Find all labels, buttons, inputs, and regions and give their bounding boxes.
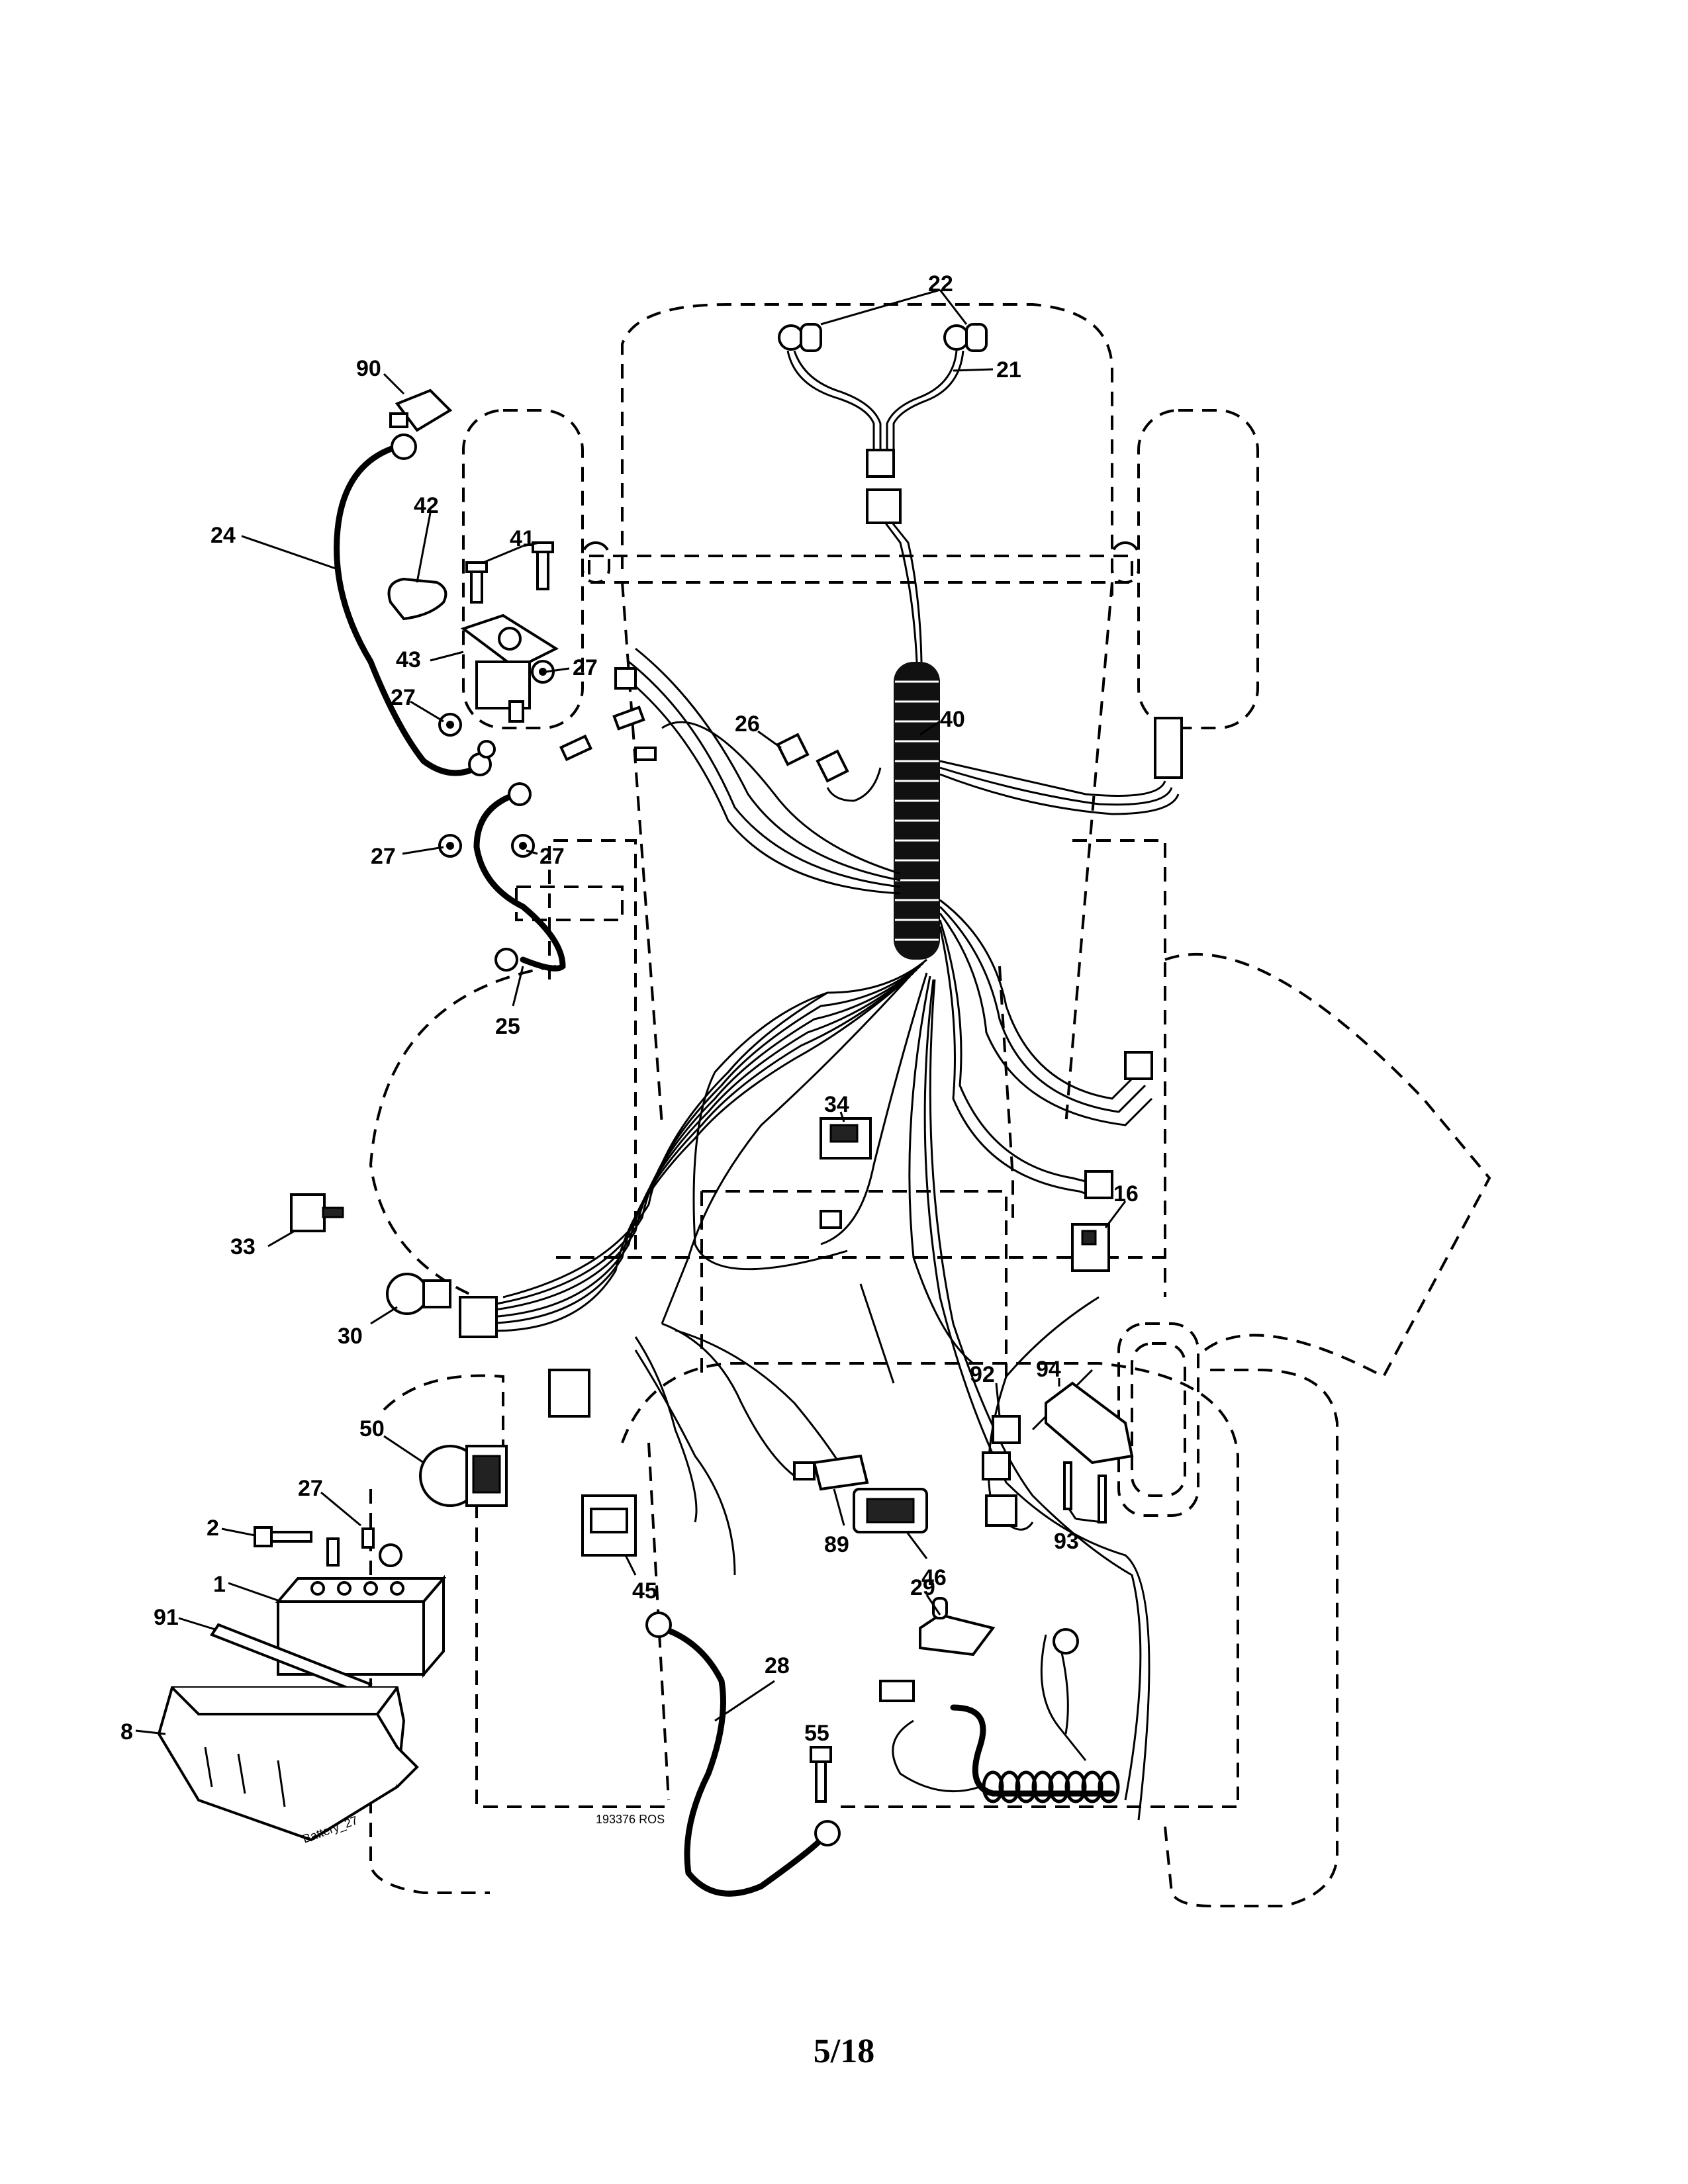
callout-55: 55 <box>804 1721 829 1746</box>
battery-tray-8 <box>157 1686 419 1842</box>
callout-90: 90 <box>356 356 381 381</box>
callout-21: 21 <box>996 357 1021 383</box>
callout-29: 29 <box>910 1575 935 1600</box>
switch-34 <box>820 1117 872 1229</box>
callout-labels: 22 21 90 24 42 41 43 27 27 27 27 26 40 2… <box>120 271 1139 1746</box>
solenoid <box>460 614 559 723</box>
callout-27-e: 27 <box>298 1476 323 1501</box>
receptacle-29 <box>879 1597 996 1702</box>
solenoid-screws <box>465 541 554 604</box>
page-number: 5/18 <box>813 2032 875 2070</box>
callout-89: 89 <box>824 1532 849 1557</box>
choke-knob-50 <box>419 1445 508 1507</box>
callout-42: 42 <box>414 493 439 518</box>
ignition-switch-30 <box>386 1273 498 1338</box>
callout-45: 45 <box>632 1578 657 1604</box>
callout-40: 40 <box>940 707 965 732</box>
leader-lines <box>135 289 1127 1735</box>
harness-coil <box>894 662 940 960</box>
callout-27-c: 27 <box>371 844 396 869</box>
callout-26: 26 <box>735 711 760 737</box>
module-94 <box>1045 1381 1134 1465</box>
callout-27-b: 27 <box>391 685 416 710</box>
callout-8: 8 <box>120 1719 133 1745</box>
interlock-switch-16 <box>1071 1223 1110 1272</box>
tractor-outline <box>369 303 1491 1907</box>
connector-26 <box>776 733 849 783</box>
hour-meter-45 <box>581 1494 637 1557</box>
ignition-key-33 <box>290 1193 344 1232</box>
connector-92 <box>982 1415 1021 1527</box>
solenoid-cap <box>387 577 447 621</box>
terminal-boot <box>389 388 453 432</box>
harness-block-connector <box>548 1369 590 1418</box>
ring-terminals <box>468 667 1079 1846</box>
callout-24: 24 <box>211 523 236 548</box>
cable-24-ring <box>391 433 417 460</box>
callout-28: 28 <box>765 1653 790 1678</box>
bolt-55 <box>810 1746 832 1803</box>
callout-50: 50 <box>359 1416 385 1441</box>
callout-34: 34 <box>824 1092 849 1117</box>
headlight-bulbs <box>778 323 988 352</box>
callout-41: 41 <box>510 526 535 551</box>
display-46 <box>853 1488 928 1533</box>
callout-25: 25 <box>495 1014 520 1039</box>
callout-92: 92 <box>970 1362 995 1387</box>
callout-1: 1 <box>213 1572 226 1597</box>
coiled-cord <box>950 1704 1120 1803</box>
callout-27-d: 27 <box>539 844 565 869</box>
callout-94: 94 <box>1036 1357 1061 1382</box>
callout-43: 43 <box>396 647 421 672</box>
drawing-code: 193376 ROS <box>596 1813 665 1826</box>
battery-cables <box>334 443 824 1897</box>
callout-33: 33 <box>230 1234 256 1259</box>
callout-46: 46 <box>921 1565 947 1590</box>
callout-93: 93 <box>1054 1529 1079 1554</box>
bracket-89 <box>793 1454 869 1491</box>
callout-91: 91 <box>154 1605 179 1630</box>
right-connectors <box>1084 717 1183 1199</box>
callout-2: 2 <box>207 1516 219 1541</box>
callout-30: 30 <box>338 1324 363 1349</box>
callout-16: 16 <box>1113 1181 1139 1206</box>
headlight-harness <box>786 350 964 524</box>
callout-27-a: 27 <box>573 655 598 680</box>
screws-93 <box>1063 1461 1107 1524</box>
harness-wires <box>476 516 1180 1821</box>
battery-1 <box>275 1537 447 1678</box>
callout-22: 22 <box>928 271 953 296</box>
battery-bolt-2 <box>254 1526 312 1547</box>
